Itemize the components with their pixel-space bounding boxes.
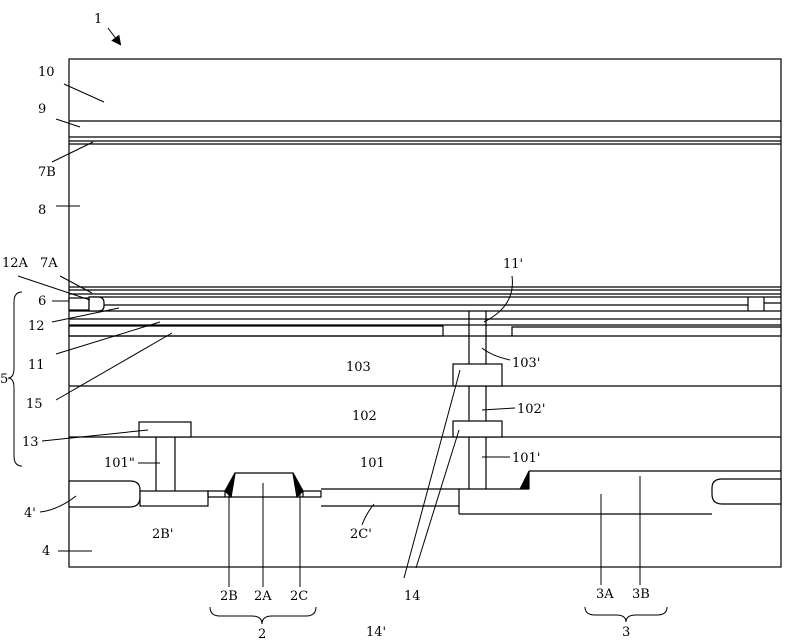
leader-14 bbox=[416, 430, 459, 568]
label-11: 11 bbox=[28, 358, 45, 373]
label-14p: 14' bbox=[366, 625, 386, 640]
label-2c: 2C bbox=[290, 589, 308, 604]
label-103: 103 bbox=[346, 360, 371, 375]
leader-1 bbox=[108, 28, 120, 44]
label-2cp: 2C' bbox=[350, 527, 372, 542]
label-4p: 4' bbox=[24, 506, 36, 521]
label-10: 10 bbox=[38, 65, 55, 80]
spacer-2b-fill bbox=[225, 473, 235, 497]
label-5: 5 bbox=[0, 372, 8, 387]
label-101p: 101' bbox=[512, 451, 540, 466]
label-101: 101 bbox=[360, 456, 385, 471]
label-13: 13 bbox=[22, 435, 39, 450]
label-6: 6 bbox=[38, 294, 46, 309]
label-12a: 12A bbox=[2, 256, 29, 271]
electrode-15-right bbox=[512, 327, 781, 336]
label-1: 1 bbox=[94, 12, 102, 27]
label-9: 9 bbox=[38, 102, 46, 117]
leader-102p bbox=[482, 408, 515, 410]
label-3a: 3A bbox=[596, 587, 614, 602]
label-11p: 11' bbox=[503, 257, 523, 272]
element-12a-rounded bbox=[89, 297, 104, 311]
photodiode-edge-fill bbox=[520, 471, 529, 489]
label-4: 4 bbox=[42, 544, 50, 559]
leader-12a bbox=[18, 276, 90, 300]
leader-7b bbox=[52, 142, 93, 162]
spacer-2c-fill bbox=[293, 473, 303, 497]
label-3b: 3B bbox=[632, 587, 650, 602]
leader-10 bbox=[64, 84, 104, 102]
leader-11p bbox=[484, 276, 512, 322]
label-102p: 102' bbox=[517, 402, 545, 417]
region-2bp bbox=[140, 491, 208, 506]
leader-15 bbox=[56, 333, 172, 400]
contact-pad-102p bbox=[453, 421, 502, 437]
leader-14p bbox=[404, 370, 460, 578]
label-102: 102 bbox=[352, 409, 377, 424]
label-2b: 2B bbox=[220, 589, 238, 604]
pad-13 bbox=[139, 422, 191, 437]
label-7b: 7B bbox=[38, 165, 56, 180]
brace-2 bbox=[210, 607, 316, 624]
label-15: 15 bbox=[26, 397, 43, 412]
leader-9 bbox=[56, 119, 80, 127]
label-2a: 2A bbox=[254, 589, 272, 604]
leader-2cp bbox=[362, 504, 374, 525]
isolation-region-4p-left bbox=[69, 481, 140, 507]
label-8: 8 bbox=[38, 203, 46, 218]
brace-5 bbox=[8, 292, 22, 466]
contact-pad-103p bbox=[453, 364, 502, 386]
electrode-15-left bbox=[69, 326, 443, 336]
brace-3 bbox=[585, 607, 667, 622]
label-3: 3 bbox=[622, 625, 630, 640]
label-101pp: 101" bbox=[104, 456, 135, 471]
label-12: 12 bbox=[28, 319, 45, 334]
label-103p: 103' bbox=[512, 356, 540, 371]
label-2: 2 bbox=[258, 627, 266, 642]
isolation-region-4p-right bbox=[712, 479, 781, 504]
leader-13 bbox=[42, 430, 148, 441]
label-2bp: 2B' bbox=[152, 527, 173, 542]
label-14: 14 bbox=[404, 589, 421, 604]
element-6-box bbox=[69, 298, 89, 310]
label-7a: 7A bbox=[40, 256, 58, 271]
